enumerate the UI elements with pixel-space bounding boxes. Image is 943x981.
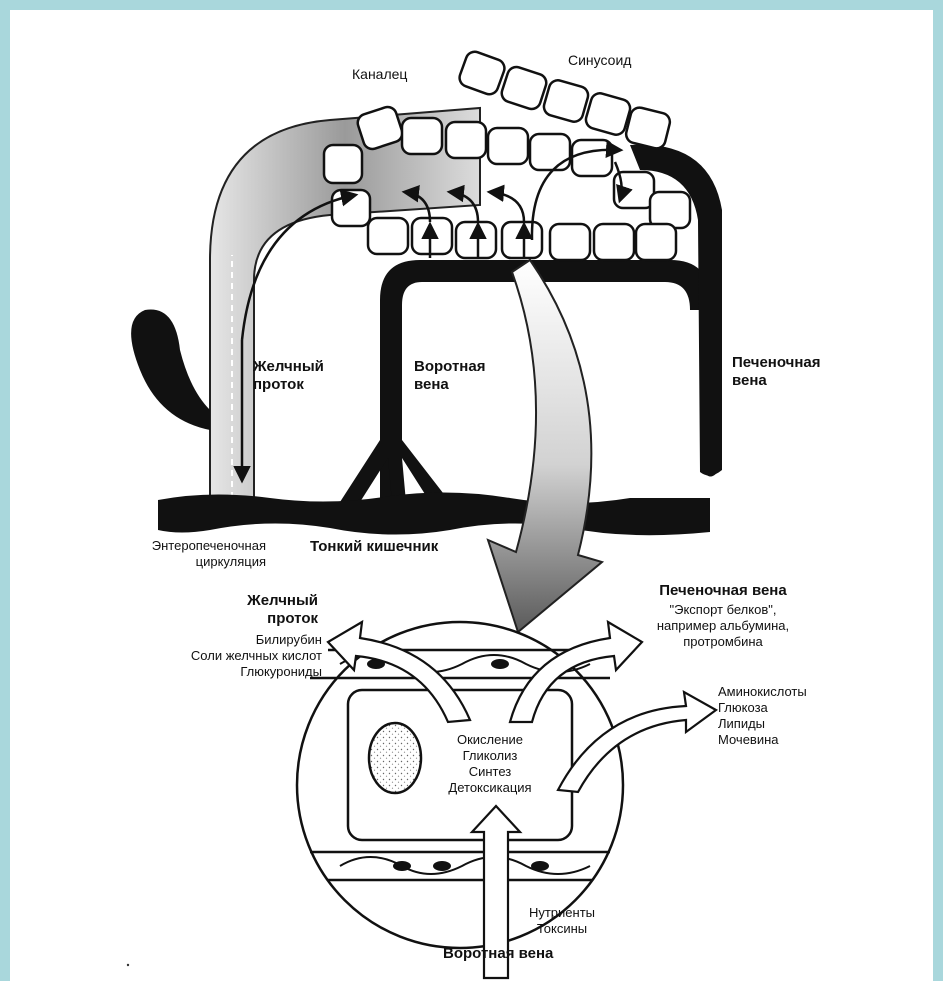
- input-item-2: Токсины: [520, 921, 604, 937]
- label-kanalets: Каналец: [352, 66, 407, 83]
- blood-item-3: Липиды: [718, 716, 807, 732]
- label-hepatic-vein-top-line2: вена: [732, 372, 821, 390]
- blood-item-2: Глюкоза: [718, 700, 807, 716]
- cell-function-3: Синтез: [430, 764, 550, 780]
- label-portal-vein-bottom: Воротная вена: [443, 945, 553, 963]
- label-input-items: Нутриенты Токсины: [520, 905, 604, 937]
- label-portal-vein-top-line1: Воротная: [414, 358, 485, 376]
- export-item-3: протромбина: [638, 634, 808, 650]
- small-intestine: [158, 492, 710, 535]
- label-bile-duct-bottom-line2: проток: [200, 610, 318, 628]
- export-item-1: "Экспорт белков",: [638, 602, 808, 618]
- label-enterohepatic-line2: циркуляция: [116, 554, 266, 570]
- bile-item-1: Билирубин: [160, 632, 322, 648]
- label-bile-items: Билирубин Соли желчных кислот Глюкуронид…: [160, 632, 322, 680]
- label-sinusoid: Синусоид: [568, 52, 631, 69]
- cell-function-4: Детоксикация: [430, 780, 550, 796]
- liver-circulation-diagram: [10, 10, 933, 981]
- label-portal-vein-top: Воротная вена: [414, 358, 485, 395]
- label-hepatic-vein-top-line1: Печеночная: [732, 354, 821, 372]
- nucleus: [369, 723, 421, 793]
- export-item-2: например альбумина,: [638, 618, 808, 634]
- cell-function-2: Гликолиз: [430, 748, 550, 764]
- label-bile-duct-top-line2: проток: [253, 376, 324, 394]
- label-cell-functions: Окисление Гликолиз Синтез Детоксикация: [430, 732, 550, 795]
- label-bile-duct-top: Желчный проток: [253, 358, 324, 395]
- cell-function-1: Окисление: [430, 732, 550, 748]
- label-small-intestine: Тонкий кишечник: [310, 538, 438, 556]
- label-bile-duct-bottom-line1: Желчный: [200, 592, 318, 610]
- blood-item-1: Аминокислоты: [718, 684, 807, 700]
- diagram-canvas: Каналец Синусоид Желчный проток Воротная…: [10, 10, 933, 981]
- label-bile-duct-bottom: Желчный проток: [200, 592, 318, 629]
- gall-bladder: [131, 310, 210, 431]
- label-bile-duct-top-line1: Желчный: [253, 358, 324, 376]
- big-arrow-to-cell: [488, 260, 602, 632]
- input-item-1: Нутриенты: [520, 905, 604, 921]
- label-enterohepatic: Энтеропеченочная циркуляция: [116, 538, 266, 570]
- label-export-items: "Экспорт белков", например альбумина, пр…: [638, 602, 808, 650]
- label-enterohepatic-line1: Энтеропеченочная: [116, 538, 266, 554]
- blood-item-4: Мочевина: [718, 732, 807, 748]
- label-portal-vein-top-line2: вена: [414, 376, 485, 394]
- label-blood-items: Аминокислоты Глюкоза Липиды Мочевина: [718, 684, 807, 747]
- label-hepatic-vein-top: Печеночная вена: [732, 354, 821, 391]
- label-hepatic-vein-bottom: Печеночная вена: [638, 582, 808, 600]
- bile-item-3: Глюкурониды: [160, 664, 322, 680]
- bile-item-2: Соли желчных кислот: [160, 648, 322, 664]
